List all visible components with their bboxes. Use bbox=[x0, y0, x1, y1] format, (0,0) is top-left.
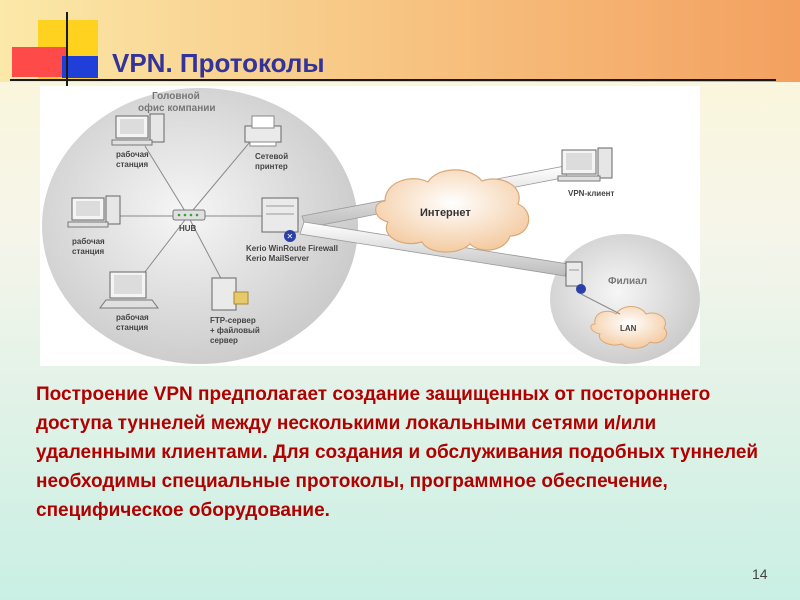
printer-label-1: Сетевой bbox=[255, 152, 288, 161]
workstation-left-label-1: рабочая bbox=[72, 237, 105, 246]
page-number: 14 bbox=[752, 566, 768, 582]
ftp-label-3: сервер bbox=[210, 336, 238, 345]
ftp-label-2: + файловый bbox=[210, 326, 260, 335]
body-paragraph: Построение VPN предполагает создание защ… bbox=[36, 384, 759, 521]
decor-horizontal-line bbox=[10, 79, 776, 81]
workstation-left-label-2: станция bbox=[72, 247, 104, 256]
branch-label: Филиал bbox=[608, 276, 647, 287]
vpn-client-label: VPN-клиент bbox=[568, 189, 614, 198]
ftp-server: FTP-сервер + файловый сервер bbox=[210, 277, 260, 345]
workstation-top-label-2: станция bbox=[116, 160, 148, 169]
lan-label: LAN bbox=[620, 324, 637, 333]
main-office-label-1: Головной bbox=[152, 91, 200, 102]
lan-cloud: LAN bbox=[590, 306, 668, 349]
slide-title: VPN. Протоколы bbox=[112, 48, 325, 78]
workstation-top-label-1: рабочая bbox=[116, 150, 149, 159]
firewall-label-1: Kerio WinRoute Firewall bbox=[246, 244, 338, 253]
laptop-bottom: рабочая станция bbox=[99, 271, 159, 332]
internet-label: Интернет bbox=[420, 207, 471, 219]
vpn-client: VPN-клиент bbox=[557, 147, 614, 198]
laptop-label-1: рабочая bbox=[116, 313, 149, 322]
network-diagram: Головной офис компании Филиал bbox=[40, 86, 700, 366]
header-band bbox=[0, 0, 800, 82]
hub-device: HUB bbox=[172, 209, 206, 233]
ftp-label-1: FTP-сервер bbox=[210, 316, 256, 325]
internet-cloud: Интернет bbox=[375, 169, 530, 253]
network-printer: Сетевой принтер bbox=[244, 115, 288, 171]
branch-badge-icon bbox=[576, 284, 586, 294]
svg-text:✕: ✕ bbox=[287, 232, 294, 241]
firewall-badge-icon bbox=[284, 230, 296, 242]
printer-label-2: принтер bbox=[255, 162, 288, 171]
workstation-top: рабочая станция bbox=[111, 113, 165, 169]
decor-vertical-line bbox=[66, 12, 68, 90]
firewall-server: ✕ Kerio WinRoute Firewall Kerio MailServ… bbox=[246, 197, 338, 263]
branch-server bbox=[565, 261, 621, 315]
firewall-label-2: Kerio MailServer bbox=[246, 254, 309, 263]
laptop-label-2: станция bbox=[116, 323, 148, 332]
workstation-left: рабочая станция bbox=[67, 195, 121, 256]
decor-red-rect bbox=[12, 47, 68, 77]
network-diagram-svg: Головной офис компании Филиал bbox=[42, 88, 700, 364]
folder-icon bbox=[233, 291, 249, 305]
main-office-label-2: офис компании bbox=[138, 102, 216, 114]
hub-label: HUB bbox=[179, 224, 197, 233]
decor-blue-rect bbox=[62, 56, 98, 78]
